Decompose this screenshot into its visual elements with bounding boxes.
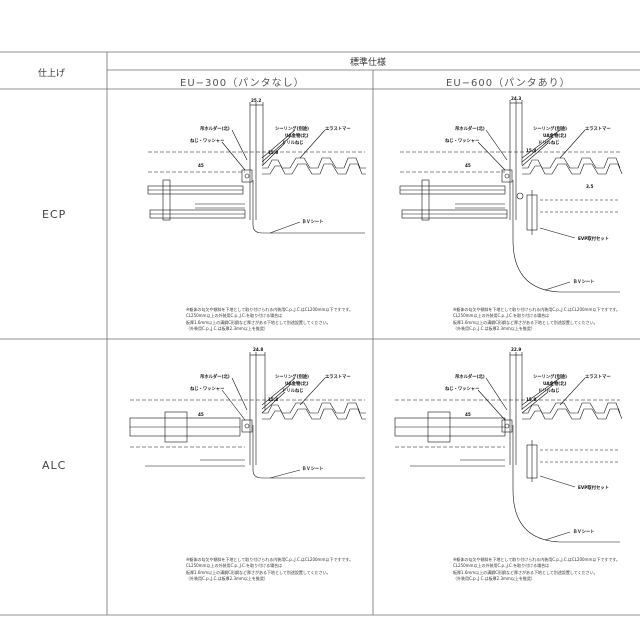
dimension-offset: 45 [465, 412, 471, 417]
dimension-width: 25.2 [251, 98, 262, 103]
label-elastomer: エラストマー [325, 375, 351, 380]
dimension-width: 24.8 [253, 347, 264, 352]
dimension-height: 15.8 [526, 397, 537, 402]
finish-column-header: 仕上げ [38, 69, 66, 79]
label-bv-sheet: ＢＶシート [302, 467, 324, 472]
label-drill-screw: ドリルねじ [282, 141, 304, 146]
dimension-offset: 45 [198, 412, 204, 417]
label-drill-screw: ドリルねじ [538, 389, 560, 394]
label-screw-washer: ねじ・ワッシャー [445, 139, 480, 144]
label-evp-set: EVP取付セット [578, 237, 609, 242]
variant-header-eu300: EU−300（パンタなし） [180, 78, 305, 89]
label-evp-set: EVP取付セット [578, 486, 609, 491]
standard-spec-header: 標準仕様 [350, 58, 387, 68]
label-screw-washer: ねじ・ワッシャー [445, 387, 480, 392]
dimension-width: 22.9 [511, 347, 522, 352]
label-holder: 吊ホルダー(北) [455, 127, 485, 132]
label-drill-screw: ドリルねじ [538, 141, 560, 146]
label-elastomer: エラストマー [585, 127, 611, 132]
dimension-gap: 3.5 [586, 184, 594, 189]
label-screw-washer: ねじ・ワッシャー [190, 139, 225, 144]
dimension-offset: 45 [465, 163, 471, 168]
label-bv-sheet: ＢＶシート [573, 280, 595, 285]
note-ecp-eu300: ※躯体の勾欠や傾斜を下地として取り付けられる内装用C.p.,J.C.はCL200… [186, 307, 353, 331]
note-ecp-eu600: ※躯体の勾欠や傾斜を下地として取り付けられる内装用C.p.,J.C.はCL200… [453, 307, 620, 331]
label-bv-sheet: ＢＶシート [302, 220, 324, 225]
row-label-ecp: ECP [42, 208, 67, 221]
label-sealing: シーリング(別途) [533, 127, 568, 132]
label-ua-fitting: UA金物(北) [543, 134, 567, 139]
label-elastomer: エラストマー [585, 375, 611, 380]
label-screw-washer: ねじ・ワッシャー [190, 387, 225, 392]
dimension-width: 24.3 [511, 96, 522, 101]
label-ua-fitting: UA金物(北) [285, 382, 309, 387]
dimension-height: 15.8 [268, 150, 279, 155]
label-bv-sheet: ＢＶシート [573, 530, 595, 535]
dimension-height: 15.8 [268, 397, 279, 402]
label-drill-screw: ドリルねじ [282, 389, 304, 394]
label-ua-fitting: UA金物(北) [285, 134, 309, 139]
variant-header-eu600: EU−600（パンタあり） [446, 78, 571, 89]
note-alc-eu300: ※躯体の勾欠や傾斜を下地として取り付けられる内装用C.p.,J.C.はCL200… [186, 557, 353, 581]
label-sealing: シーリング(別途) [275, 127, 310, 132]
note-alc-eu600: ※躯体の勾欠や傾斜を下地として取り付けられる内装用C.p.,J.C.はCL200… [453, 557, 620, 581]
label-elastomer: エラストマー [325, 127, 351, 132]
row-label-alc: ALC [42, 459, 67, 472]
label-holder: 吊ホルダー(北) [455, 375, 485, 380]
label-sealing: シーリング(別途) [275, 375, 310, 380]
label-holder: 吊ホルダー(北) [200, 127, 230, 132]
label-sealing: シーリング(別途) [533, 375, 568, 380]
label-ua-fitting: UA金物(北) [543, 382, 567, 387]
dimension-offset: 45 [198, 163, 204, 168]
dimension-height: 15.8 [526, 148, 537, 153]
label-holder: 吊ホルダー(北) [200, 375, 230, 380]
